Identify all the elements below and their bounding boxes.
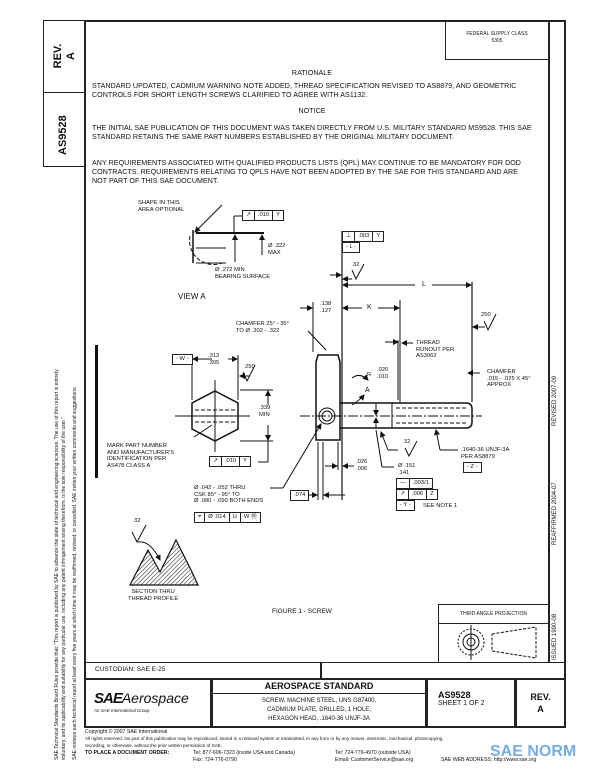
fcf-datum: U	[230, 513, 241, 522]
finish-thread: 32	[404, 439, 411, 445]
doc-number-cell: AS9528 SHEET 1 OF 2	[426, 678, 516, 728]
finish-shank: 250	[481, 312, 491, 318]
tel-us: Tel: 877-606-7323 (inside USA and Canada…	[193, 750, 295, 756]
runout-icon: ↗	[397, 490, 409, 499]
view-a-label: VIEW A	[178, 292, 206, 301]
fillet-r: R	[367, 372, 372, 378]
doc-number: AS9528	[438, 690, 471, 700]
runout-icon: ↗	[210, 457, 222, 466]
dimension-k: K	[367, 304, 372, 311]
supply-class: FEDERAL SUPPLY CLASS 5305	[466, 31, 528, 44]
thread-section-label: SECTION THRU THREAD PROFILE	[128, 589, 179, 602]
fax: Fax: 724-776-0790	[193, 757, 237, 763]
fcf-tolerance: .010	[222, 457, 241, 466]
rev-cell: REV. A	[515, 678, 566, 728]
across-corners: .339 MIN	[259, 405, 271, 418]
sae-aerospace-logo: SAEAerospace An SAE International Group	[94, 690, 189, 713]
head-chamfer: CHAMFER 25° - 35° TO Ø .302 - .322	[236, 321, 289, 334]
rationale-heading: RATIONALE	[291, 69, 333, 77]
fillet-radius: .020 .010	[377, 367, 389, 380]
order-label: TO PLACE A DOCUMENT ORDER:	[85, 750, 170, 756]
sheet-number: SHEET 1 OF 2	[438, 700, 485, 707]
copyright: Copyright © 2007 SAE International	[85, 729, 168, 735]
title-description: SCREW, MACHINE STEEL, UNS G87400, CADMIU…	[261, 698, 377, 722]
fcf-datum: Z	[430, 491, 434, 497]
date-column-divider	[548, 20, 550, 662]
sae-norm-watermark: SAE NORM	[490, 743, 577, 760]
projection-label: THIRD ANGLE PROJECTION	[439, 605, 548, 624]
shank-diameter: Ø .151 .141	[398, 463, 416, 476]
fcf-tolerance: .010	[255, 211, 274, 220]
dimension-l: L	[422, 281, 426, 288]
perpendicularity-fcf: ⊥ .003 Y	[342, 231, 385, 242]
position-icon: ⌖	[195, 513, 206, 522]
datum-z: - Z -	[463, 462, 482, 473]
head-height: .138 .127	[320, 301, 332, 314]
across-flats: .313 .305	[208, 353, 220, 366]
title-cell: AEROSPACE STANDARD SCREW, MACHINE STEEL,…	[211, 678, 427, 728]
see-note: SEE NOTE 1	[423, 503, 458, 509]
fcf-datum: Y	[276, 212, 281, 218]
rights-line-2: recording, or otherwise, without the pri…	[85, 743, 223, 748]
web-address: SAE WEB ADDRESS: http://www.sae.org	[441, 757, 537, 763]
fcf-tolerance: .003	[355, 232, 374, 241]
runout-icon: ↗	[243, 211, 255, 220]
fcf-datum: Y	[376, 233, 381, 239]
figure-caption: FIGURE 1 - SCREW	[272, 608, 332, 615]
bearing-surface: Ø .272 MIN BEARING SURFACE	[215, 267, 271, 280]
fcf-tolerance: Ø .014	[205, 513, 230, 522]
notice-text-1: THE INITIAL SAE PUBLICATION OF THIS DOCU…	[92, 124, 532, 141]
notice-heading: NOTICE	[298, 107, 326, 115]
datum-w: - W -	[172, 354, 193, 365]
finish-head: 250	[245, 364, 255, 370]
straightness-icon: —	[397, 479, 410, 488]
custodian-divider	[320, 662, 322, 679]
mark-part-note: MARK PART NUMBER AND MANUFACTURER'S IDEN…	[107, 443, 175, 469]
supply-class-box: FEDERAL SUPPLY CLASS 5305	[445, 20, 549, 60]
perpendicularity-icon: ⊥	[343, 232, 356, 241]
thread-runout-note: THREAD RUNOUT PER AS3062	[416, 340, 455, 360]
tel-intl: Tel: 724-776-4970 (outside USA)	[335, 750, 411, 756]
logo-cell: SAEAerospace An SAE International Group	[84, 678, 212, 728]
underhead-length: .026 .006	[356, 459, 368, 472]
title-rev: A	[537, 704, 544, 714]
logo-tagline: An SAE International Group	[94, 708, 150, 713]
datum-y: - Y -	[396, 500, 415, 511]
view-a-fcf: ↗ .010 Y	[242, 210, 285, 221]
fcf-tolerance: .006	[409, 490, 428, 499]
hole-fcf: ⌖ Ø .014 U W Ⓜ	[194, 512, 261, 523]
head-diameter: Ø .322 MAX	[268, 243, 286, 256]
fcf-datum: Y	[243, 458, 248, 464]
title-rev-label: REV.	[530, 692, 551, 702]
shank-runout-fcf: ↗ .006 Z	[396, 489, 438, 500]
logo-aerospace: Aerospace	[121, 690, 189, 706]
finish-profile: 32	[134, 518, 141, 524]
logo-sae: SAE	[94, 690, 123, 707]
fcf-datum: W Ⓜ	[243, 514, 257, 520]
hole-location: .074	[290, 490, 310, 501]
notice-text-2: ANY REQUIREMENTS ASSOCIATED WITH QUALIFI…	[92, 159, 521, 185]
straightness-fcf: — .003/1	[396, 478, 433, 489]
shape-optional-note: SHAPE IN THIS AREA OPTIONAL	[138, 200, 185, 213]
rights-line-1: All rights reserved. No part of this pub…	[85, 736, 444, 741]
custodian: CUSTODIAN: SAE E-25	[95, 666, 166, 673]
rationale-text: STANDARD UPDATED, CADMIUM WARNING NOTE A…	[92, 82, 517, 99]
thread-spec: .1640-36 UNJF-3A PER AS8879	[461, 447, 510, 460]
fcf-tolerance: .003/1	[412, 480, 429, 486]
title-heading: AEROSPACE STANDARD	[213, 680, 425, 694]
email: Email: CustomerService@sae.org	[335, 757, 414, 763]
finish-bearing: 32	[353, 262, 360, 268]
detail-a: A	[365, 387, 370, 394]
hex-fcf: ↗ .010 Y	[209, 456, 252, 467]
projection-box: THIRD ANGLE PROJECTION	[438, 604, 549, 663]
end-chamfer-note: CHAMFER .015 - .025 X 45° APPROX	[487, 369, 531, 389]
hole-note: Ø .042 - .052 THRU CSK 85° - 95° TO Ø .0…	[194, 485, 264, 505]
datum-l: - L -	[342, 242, 361, 253]
